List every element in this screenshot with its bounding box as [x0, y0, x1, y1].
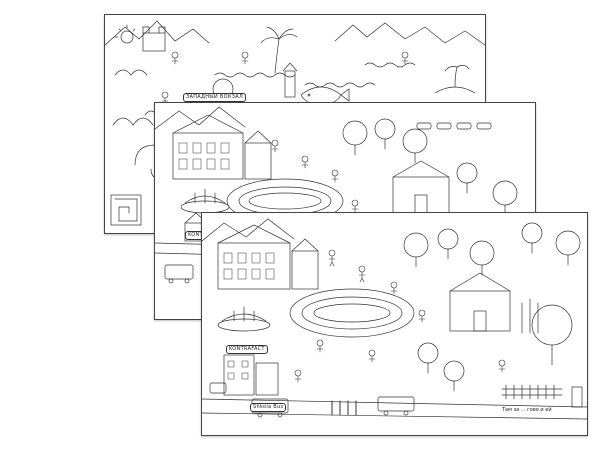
scene-caption: Там за ... гово и ей: [502, 407, 552, 413]
shop-sign: KONTRAFACT: [226, 345, 268, 354]
coloring-sheet-front: KONTRAFACT Shkola Bus Там за ... гово и …: [201, 212, 588, 436]
bus-sign: Shkola Bus: [250, 403, 287, 412]
station-sign: ЗАПАДНЫЙ ВОКЗАЛ: [183, 93, 247, 102]
town-line-art-front: [202, 218, 587, 420]
